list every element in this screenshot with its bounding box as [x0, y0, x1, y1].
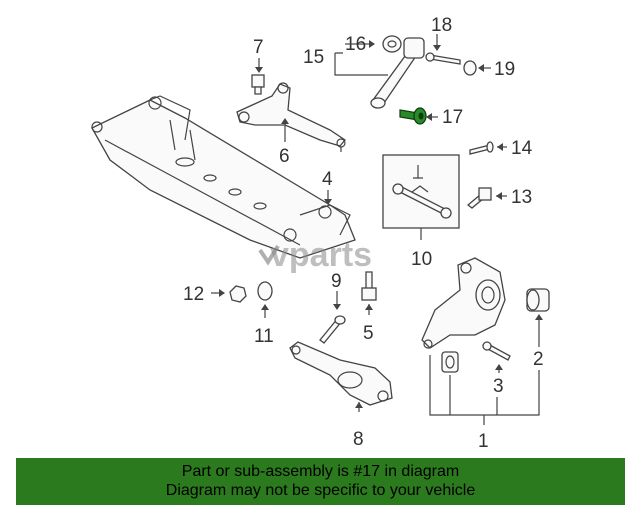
callout-7: 7	[253, 37, 264, 58]
washer-part-11[interactable]	[257, 281, 273, 301]
bolt-part-13[interactable]	[466, 187, 492, 209]
callout-18: 18	[431, 15, 452, 36]
callout-10: 10	[411, 249, 432, 270]
callout-3: 3	[493, 376, 504, 397]
callout-8: 8	[353, 429, 364, 450]
callout-13: 13	[511, 187, 532, 208]
bolt-part-5[interactable]	[361, 271, 377, 301]
knuckle-part-1[interactable]	[421, 257, 506, 349]
callout-6: 6	[279, 146, 290, 167]
nut-part-19[interactable]	[463, 60, 477, 76]
watermark-logo: vparts	[258, 236, 372, 274]
bushing-part-3b[interactable]	[441, 351, 459, 373]
callout-4: 4	[322, 169, 333, 190]
bracket-1	[429, 355, 540, 425]
crossmember-part-4[interactable]	[91, 95, 356, 259]
info-banner: Part or sub-assembly is #17 in diagram D…	[16, 458, 625, 505]
arrow-7	[255, 67, 263, 73]
callout-17: 17	[442, 107, 463, 128]
lateral-link-kit-part-10[interactable]	[382, 154, 460, 229]
callout-15: 15	[303, 47, 324, 68]
callout-11: 11	[254, 326, 274, 347]
bolt-part-7[interactable]	[251, 74, 265, 95]
bolt-part-14[interactable]	[469, 141, 494, 155]
banner-line-1: Part or sub-assembly is #17 in diagram	[181, 463, 460, 480]
nut-part-12[interactable]	[229, 285, 247, 303]
callout-19: 19	[494, 59, 515, 80]
bushing-part-16[interactable]	[382, 35, 402, 53]
bolt-part-18[interactable]	[425, 52, 461, 65]
callout-1: 1	[478, 431, 489, 452]
upper-arm-part-6[interactable]	[236, 82, 346, 152]
lower-arm-part-8[interactable]	[289, 341, 393, 406]
callout-9: 9	[331, 271, 342, 292]
svg-text:vparts: vparts	[270, 236, 372, 274]
callout-2: 2	[533, 349, 544, 370]
banner-line-2: Diagram may not be specific to your vehi…	[165, 482, 476, 499]
callout-5: 5	[363, 323, 374, 344]
bushing-part-2[interactable]	[526, 288, 550, 312]
bolt-part-17-highlighted[interactable]	[399, 107, 427, 125]
bolt-part-9[interactable]	[319, 315, 346, 344]
bolt-part-3[interactable]	[482, 341, 511, 361]
bracket-15	[334, 52, 388, 76]
toe-link-part-15[interactable]	[370, 37, 425, 109]
callout-12: 12	[183, 284, 204, 305]
callout-14: 14	[511, 138, 533, 159]
